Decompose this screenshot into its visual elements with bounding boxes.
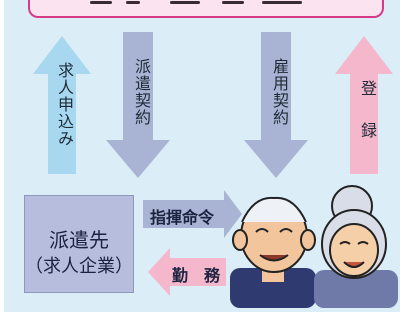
work-label: 勤 務 <box>172 266 221 285</box>
header-box <box>28 0 384 18</box>
registration-arrow <box>335 36 393 174</box>
elderly-woman-illustration <box>314 185 398 308</box>
client-company-box: 派遣先 （求人企業） <box>24 195 134 293</box>
job-application-arrow <box>33 36 91 174</box>
dispatch-contract-arrow <box>106 32 170 178</box>
job-application-label: 求人申込み <box>55 62 74 147</box>
employment-contract-arrow <box>244 32 308 178</box>
client-company-name: 派遣先 <box>49 228 109 252</box>
employment-contract-label: 雇用契約 <box>270 58 289 126</box>
registration-label-top: 登 <box>358 80 377 97</box>
instruction-label: 指揮命令 <box>150 208 215 227</box>
client-company-subtitle: （求人企業） <box>25 256 133 277</box>
dispatch-contract-label: 派遣契約 <box>132 58 151 126</box>
instruction-arrow <box>143 190 242 238</box>
elderly-man-illustration <box>230 196 316 308</box>
work-arrow <box>148 248 226 296</box>
registration-label-bottom: 録 <box>358 122 377 139</box>
